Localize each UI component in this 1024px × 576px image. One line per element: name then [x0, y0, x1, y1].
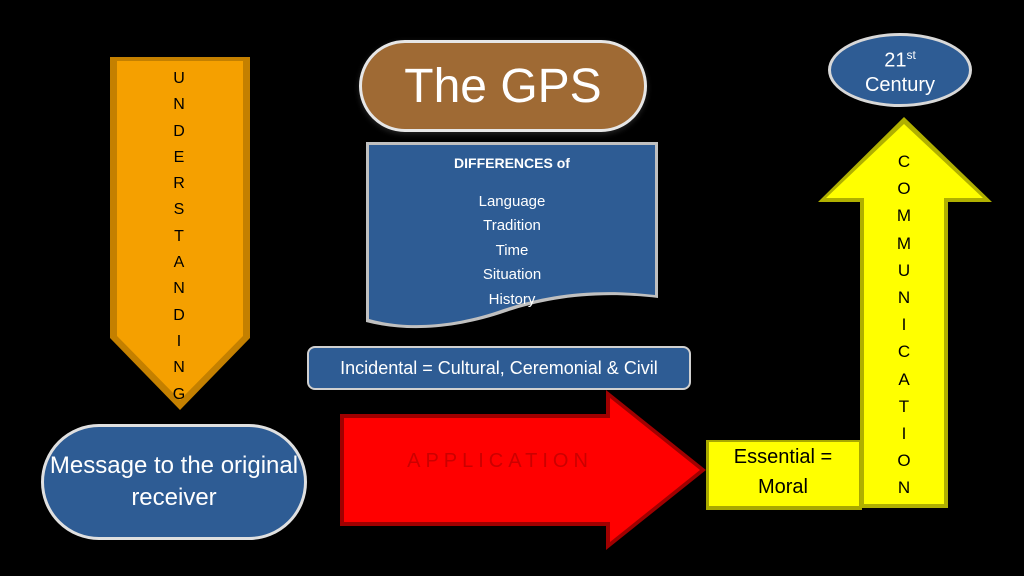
letter: I: [901, 424, 907, 444]
application-label: APPLICATION: [407, 450, 593, 472]
letter: U: [897, 260, 911, 280]
communication-label: C O M M U N I C A T I O N: [886, 148, 922, 502]
letter: N: [173, 280, 185, 298]
letter: M: [896, 233, 912, 253]
message-label: Message to the original receiver: [49, 452, 299, 511]
letter: R: [173, 175, 185, 193]
letter: C: [897, 342, 911, 362]
understanding-label: U N D E R S T A N D I N G: [162, 66, 196, 408]
letter: D: [173, 306, 185, 324]
letter: U: [173, 70, 185, 87]
essential-label: Essential = Moral: [733, 446, 833, 498]
letter: T: [174, 227, 184, 245]
letter: N: [173, 96, 185, 114]
list-item: Situation: [482, 266, 542, 284]
century-oval: 21st Century: [828, 33, 972, 107]
letter: D: [173, 122, 185, 140]
letter: N: [897, 288, 911, 308]
letter: S: [173, 201, 185, 219]
letter: C: [897, 152, 911, 171]
letter: M: [896, 206, 912, 226]
application-arrow: [340, 390, 706, 550]
century-word: Century: [864, 73, 936, 96]
letter: I: [901, 315, 907, 335]
understanding-arrow: [110, 57, 250, 410]
letter: A: [173, 254, 185, 272]
letter: A: [898, 369, 910, 389]
communication-arrow: [818, 117, 992, 508]
differences-heading: DIFFERENCES of: [454, 155, 570, 171]
letter: O: [897, 451, 911, 471]
incidental-box: Incidental = Cultural, Ceremonial & Civi…: [307, 346, 691, 390]
message-pill: Message to the original receiver: [41, 424, 307, 540]
letter: E: [173, 148, 185, 166]
letter: I: [176, 332, 182, 350]
essential-box-shape: [706, 440, 862, 510]
differences-list: Language Tradition Time Situation Histor…: [368, 190, 656, 312]
list-item: Language: [478, 193, 546, 210]
list-item: Tradition: [483, 217, 541, 235]
incidental-label: Incidental = Cultural, Ceremonial & Civi…: [340, 357, 658, 378]
list-item: History: [488, 290, 536, 308]
century-number: 21st: [884, 48, 916, 72]
letter: O: [897, 179, 911, 199]
page-title: The GPS: [404, 59, 602, 113]
letter: T: [898, 396, 910, 416]
differences-document-shape: [366, 142, 658, 329]
letter: N: [897, 478, 911, 498]
letter: N: [173, 359, 185, 377]
letter: G: [172, 385, 186, 403]
title-pill: The GPS: [359, 40, 647, 132]
list-item: Time: [495, 241, 529, 259]
